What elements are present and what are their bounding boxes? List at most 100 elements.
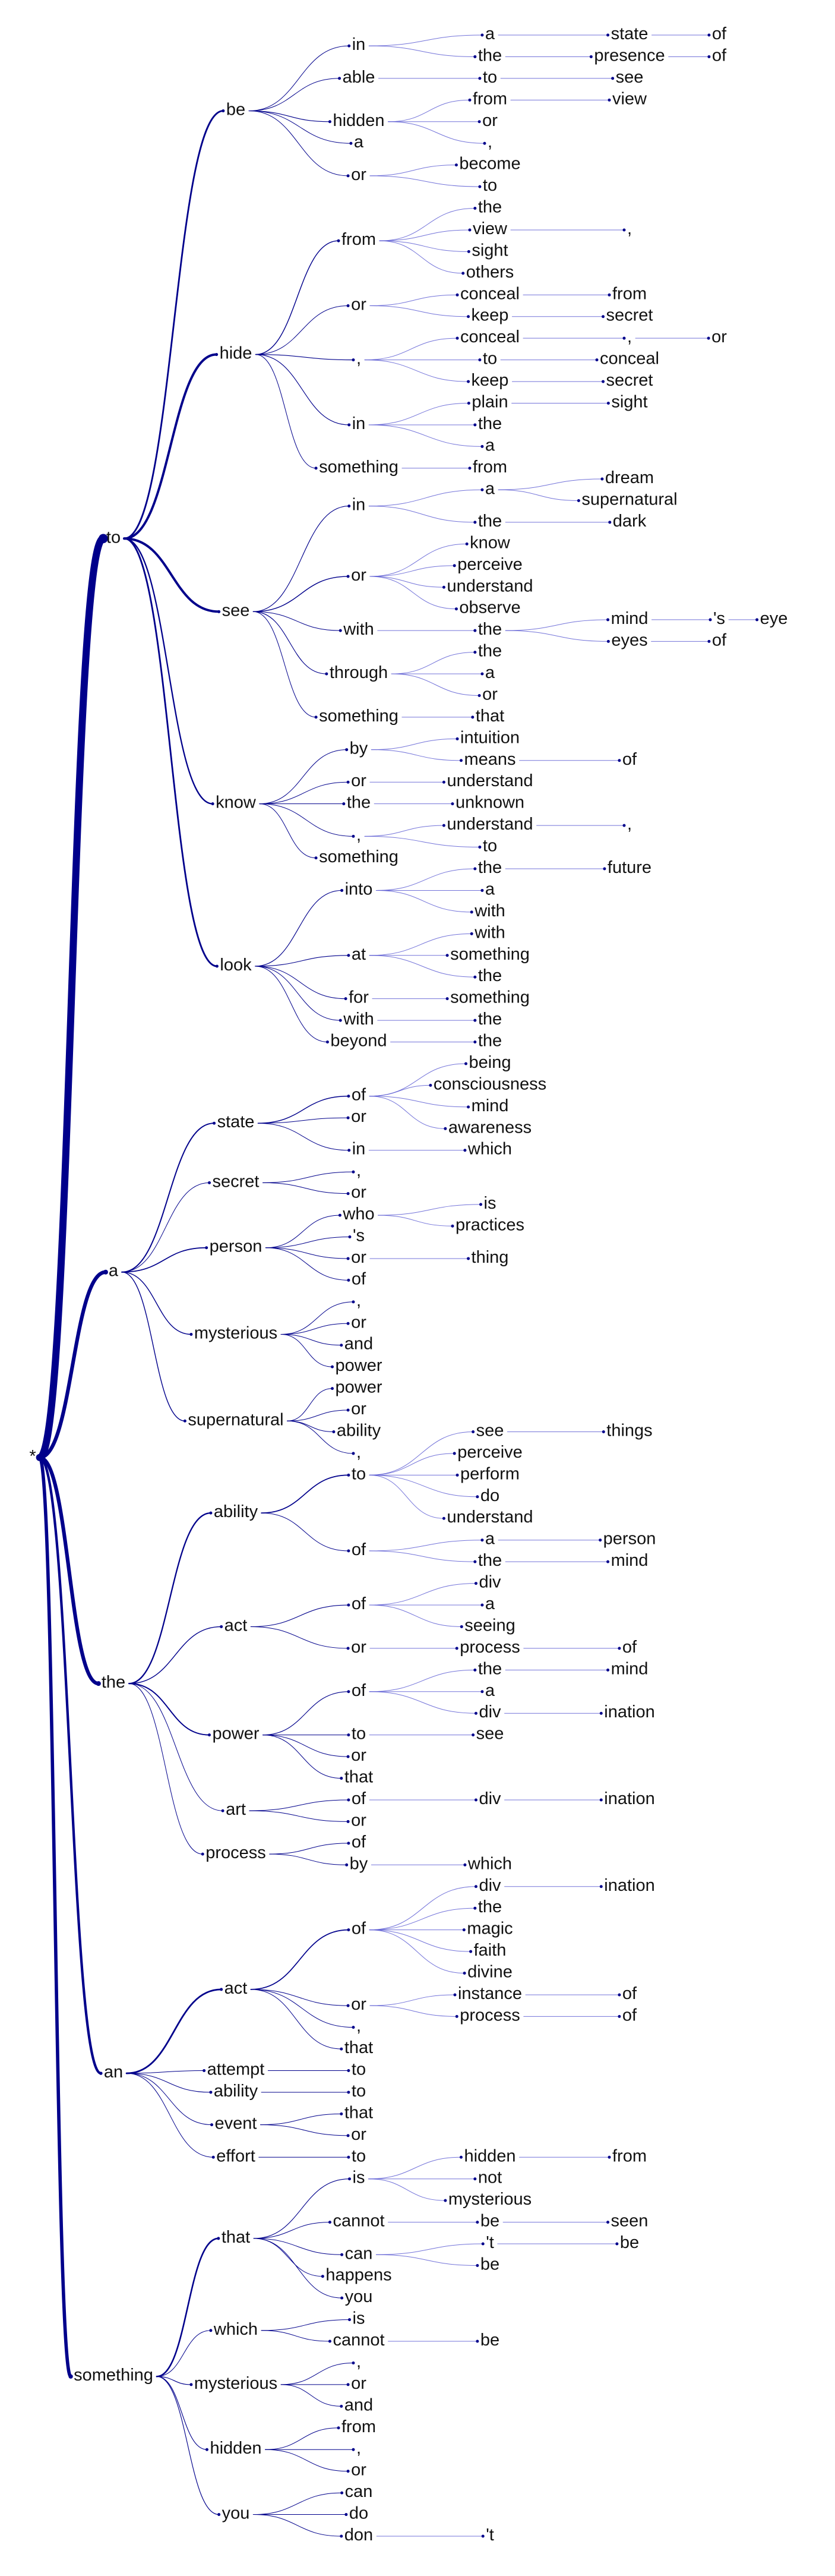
word-node[interactable]: mysterious <box>194 2374 277 2393</box>
word-node[interactable]: with <box>343 620 374 639</box>
word-node[interactable]: be <box>480 2212 499 2231</box>
word-node[interactable]: ination <box>604 1789 654 1808</box>
word-node[interactable]: a <box>354 133 364 152</box>
word-node[interactable]: a <box>485 436 495 455</box>
word-node[interactable]: to <box>106 528 121 547</box>
word-node[interactable]: something <box>319 458 398 477</box>
word-node[interactable]: keep <box>472 306 509 325</box>
word-node[interactable]: by <box>350 739 368 758</box>
word-node[interactable]: understand <box>447 771 533 790</box>
word-node[interactable]: process <box>460 1638 520 1657</box>
word-node[interactable]: or <box>482 685 498 704</box>
word-node[interactable]: not <box>478 2168 502 2187</box>
word-node[interactable]: eyes <box>611 630 647 649</box>
word-node[interactable]: of <box>712 46 727 65</box>
word-node[interactable]: magic <box>467 1919 513 1938</box>
word-node[interactable]: the <box>478 1897 502 1916</box>
word-node[interactable]: from <box>341 230 376 249</box>
word-node[interactable]: , <box>627 815 632 834</box>
word-node[interactable]: , <box>356 1291 361 1310</box>
word-node[interactable]: future <box>608 858 651 877</box>
word-node[interactable]: div <box>479 1702 501 1721</box>
word-node[interactable]: sight <box>472 241 508 260</box>
word-node[interactable]: view <box>612 89 647 108</box>
word-node[interactable]: , <box>356 1443 361 1462</box>
word-node[interactable]: or <box>351 1811 366 1830</box>
word-node[interactable]: something <box>450 945 530 964</box>
word-node[interactable]: that <box>344 1768 373 1787</box>
word-node[interactable]: instance <box>458 1984 522 2003</box>
word-node[interactable]: of <box>352 1681 366 1700</box>
word-node[interactable]: that <box>222 2228 250 2247</box>
word-node[interactable]: intuition <box>460 728 520 747</box>
word-node[interactable]: the <box>478 1010 502 1029</box>
word-node[interactable]: supernatural <box>581 490 677 509</box>
word-node[interactable]: mind <box>472 1096 509 1115</box>
word-node[interactable]: understand <box>447 576 533 595</box>
word-node[interactable]: from <box>341 2417 376 2436</box>
word-node[interactable]: of <box>712 630 727 649</box>
word-node[interactable]: know <box>470 533 511 552</box>
word-node[interactable]: div <box>479 1573 501 1592</box>
word-node[interactable]: to <box>483 837 497 856</box>
word-node[interactable]: is <box>353 2309 365 2328</box>
word-node[interactable]: event <box>215 2114 257 2133</box>
word-node[interactable]: or <box>351 1399 366 1418</box>
word-node[interactable]: or <box>351 566 366 585</box>
word-node[interactable]: the <box>478 512 502 531</box>
word-node[interactable]: to <box>352 1724 366 1743</box>
word-node[interactable]: attempt <box>207 2060 265 2079</box>
word-node[interactable]: at <box>352 945 366 964</box>
word-node[interactable]: the <box>478 1551 502 1570</box>
word-node[interactable]: through <box>330 663 388 682</box>
word-node[interactable]: or <box>711 327 727 346</box>
word-node[interactable]: able <box>343 68 375 87</box>
word-node[interactable]: conceal <box>600 349 659 368</box>
word-node[interactable]: or <box>351 2125 366 2144</box>
word-node[interactable]: 't <box>486 2525 494 2545</box>
word-node[interactable]: to <box>352 1464 366 1483</box>
word-node[interactable]: and <box>344 2395 373 2414</box>
word-node[interactable]: into <box>345 879 373 898</box>
word-node[interactable]: with <box>343 1010 374 1029</box>
word-node[interactable]: in <box>352 1140 366 1159</box>
word-node[interactable]: secret <box>606 306 653 325</box>
word-node[interactable]: , <box>356 825 361 844</box>
word-node[interactable]: , <box>356 2439 361 2458</box>
word-node[interactable]: mind <box>611 1659 649 1678</box>
word-node[interactable]: secret <box>213 1172 260 1191</box>
word-node[interactable]: do <box>349 2504 368 2523</box>
word-node[interactable]: a <box>485 479 495 498</box>
word-node[interactable]: conceal <box>460 327 520 346</box>
word-node[interactable]: practices <box>456 1215 524 1234</box>
word-node[interactable]: don <box>344 2525 373 2545</box>
word-node[interactable]: for <box>349 988 369 1007</box>
word-node[interactable]: understand <box>447 1508 533 1527</box>
word-node[interactable]: of <box>352 1086 366 1105</box>
word-node[interactable]: hidden <box>210 2439 261 2458</box>
word-node[interactable]: the <box>478 1032 502 1051</box>
word-node[interactable]: and <box>344 1335 373 1354</box>
word-node[interactable]: or <box>351 2374 366 2393</box>
word-node[interactable]: process <box>205 1843 266 1862</box>
word-node[interactable]: observe <box>459 598 520 617</box>
word-node[interactable]: or <box>351 295 366 314</box>
word-node[interactable]: ability <box>337 1421 381 1440</box>
word-node[interactable]: divine <box>467 1963 513 1982</box>
word-node[interactable]: with <box>474 923 505 942</box>
word-node[interactable]: a <box>109 1262 119 1281</box>
word-node[interactable]: a <box>485 663 495 682</box>
word-node[interactable]: things <box>606 1421 652 1440</box>
word-node[interactable]: mysterious <box>448 2190 532 2209</box>
word-node[interactable]: means <box>464 750 515 769</box>
word-node[interactable]: or <box>351 165 366 184</box>
word-node[interactable]: or <box>351 1248 366 1267</box>
word-node[interactable]: , <box>356 1161 361 1180</box>
word-node[interactable]: or <box>351 1313 366 1332</box>
word-node[interactable]: do <box>480 1486 499 1505</box>
word-node[interactable]: which <box>213 2320 258 2339</box>
word-node[interactable]: perceive <box>457 1443 523 1462</box>
word-node[interactable]: , <box>356 349 361 368</box>
word-node[interactable]: effort <box>216 2146 255 2165</box>
word-node[interactable]: be <box>480 2255 499 2274</box>
